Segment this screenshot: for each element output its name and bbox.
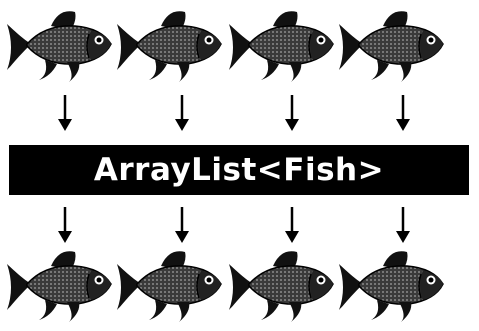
down-arrow-icon [56, 93, 74, 133]
fish-icon [228, 250, 334, 323]
down-arrow-icon [283, 93, 301, 133]
fish-icon [116, 250, 222, 323]
fish-icon [338, 250, 444, 323]
fish-icon [116, 10, 222, 83]
fish-icon [338, 10, 444, 83]
arraylist-label: ArrayList<Fish> [93, 152, 385, 188]
down-arrow-icon [173, 205, 191, 245]
down-arrow-icon [394, 205, 412, 245]
down-arrow-icon [394, 93, 412, 133]
down-arrow-icon [173, 93, 191, 133]
arrows-below-label [56, 205, 412, 245]
down-arrow-icon [56, 205, 74, 245]
fish-icon [6, 10, 112, 83]
bottom-fish-row [6, 250, 444, 323]
down-arrow-icon [283, 205, 301, 245]
fish-icon [6, 250, 112, 323]
arrows-above-label [56, 93, 412, 133]
top-fish-row [6, 10, 444, 83]
fish-icon [228, 10, 334, 83]
arraylist-banner: ArrayList<Fish> [9, 145, 469, 195]
